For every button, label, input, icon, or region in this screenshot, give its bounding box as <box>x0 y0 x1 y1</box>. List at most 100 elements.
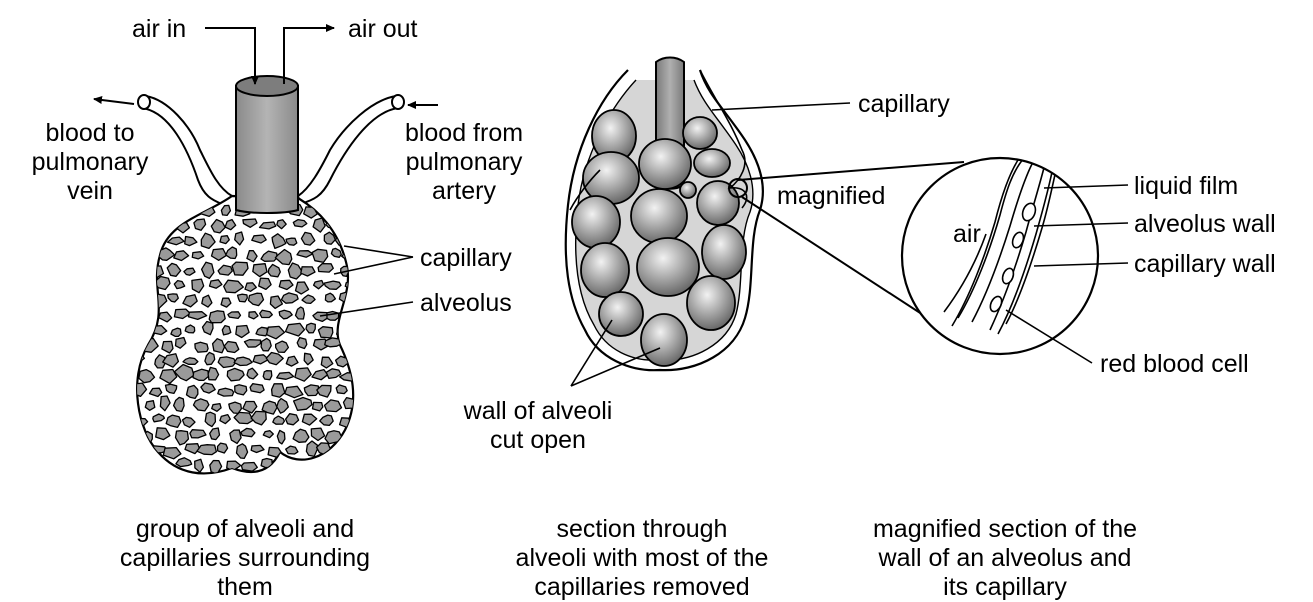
capillary-mesh-cell <box>337 445 353 459</box>
capillary-mesh-cell <box>318 264 333 273</box>
capillary-mesh-cell <box>353 238 367 247</box>
section-alveolus <box>694 149 730 177</box>
capillary-mesh-cell <box>235 385 247 395</box>
capillary-mesh-cell <box>228 312 241 319</box>
capillary-mesh-cell <box>286 446 298 454</box>
capillary-mesh-cell <box>143 216 153 229</box>
capillary-mesh-cell <box>158 218 169 231</box>
capillary-mesh-cell <box>132 267 150 276</box>
section-alveolus <box>702 225 746 279</box>
capillary-mesh-cell <box>183 208 197 216</box>
bronchiole-opening <box>236 76 298 96</box>
magnified-wall-panel: air liquid film alveolus wall capillary … <box>873 158 1276 601</box>
magnified-caption-line2: wall of an alveolus and <box>878 544 1132 572</box>
group-caption-line1: group of alveoli and <box>136 515 354 543</box>
blood-from-label-line2: pulmonary <box>406 148 523 176</box>
section-caption-line1: section through <box>557 515 728 543</box>
capillary-mesh-cell <box>312 460 326 469</box>
capillary-mesh-cell <box>354 204 370 213</box>
air-out-label: air out <box>348 15 418 43</box>
capillary-mesh-cell <box>352 354 371 365</box>
blood-from-label-line3: artery <box>432 177 496 205</box>
capillary-mesh-cell <box>347 223 365 232</box>
capillary-mesh-cell <box>364 339 374 348</box>
section-alveolus <box>687 276 735 330</box>
capillary-mesh-cell <box>344 398 357 409</box>
capillary-mesh-cell <box>209 311 225 323</box>
magnified-caption-line3: its capillary <box>943 573 1067 601</box>
capillary-mesh-cell <box>213 339 225 353</box>
capillary-mesh-cell <box>291 461 308 471</box>
blood-to-label-line3: vein <box>67 177 113 205</box>
capillary-mesh-cell <box>361 429 374 440</box>
capillary-mesh-cell <box>352 324 367 333</box>
capillary-mesh-cell <box>318 327 332 338</box>
air-label: air <box>953 220 981 248</box>
capillary-mesh-cell <box>306 323 315 333</box>
capillary-mesh-cell <box>313 402 323 411</box>
capillary-mesh-cell <box>193 369 209 380</box>
capillary-mesh-cell <box>149 207 162 214</box>
capillary-mesh-cell <box>357 384 371 393</box>
capillary-mesh-cell <box>272 384 285 397</box>
capillary-mesh-cell <box>140 313 152 320</box>
blood-out-arrow <box>94 99 134 104</box>
section-capillary-leader <box>712 103 850 110</box>
magnified-caption-line1: magnified section of the <box>873 515 1137 543</box>
section-alveolus <box>639 139 691 189</box>
capillary-mesh-cell <box>218 388 234 396</box>
capillary-mesh-cell <box>358 416 367 429</box>
capillary-mesh-cell <box>195 342 208 352</box>
section-alveolus <box>680 182 696 198</box>
capillary-leader-1 <box>344 246 413 257</box>
capillary-mesh-cell <box>134 323 144 338</box>
capillary-mesh-cell <box>333 204 348 216</box>
capillary-mesh-cell <box>357 298 370 306</box>
blood-from-label-line1: blood from <box>405 119 523 147</box>
capillary-mesh-cell <box>360 280 371 292</box>
capillary-mesh-cell <box>241 463 257 472</box>
red-blood-cell-label: red blood cell <box>1100 350 1249 378</box>
capillary-mesh-cell <box>148 234 161 245</box>
capillary-mesh-cell <box>261 338 271 350</box>
group-caption-line3: them <box>217 573 273 601</box>
capillary-mesh-cell <box>297 338 307 349</box>
capillary-wall-label: capillary wall <box>1134 250 1276 278</box>
section-alveolus <box>637 238 699 296</box>
capillary-mesh-cell <box>363 401 372 412</box>
section-alveolus <box>572 196 620 248</box>
group-caption-line2: capillaries surrounding <box>120 544 370 572</box>
capillary-mesh-cell <box>360 370 374 378</box>
capillary-mesh-cell <box>347 430 359 440</box>
capillary-mesh-cell <box>343 342 357 352</box>
capillary-mesh-cell <box>135 295 152 305</box>
capillary-mesh-cell <box>365 461 374 470</box>
wall-cut-label-line1: wall of alveoli <box>463 397 613 425</box>
section-alveolus <box>641 314 687 366</box>
section-alveolus <box>683 117 717 149</box>
capillary-mesh-cell <box>312 249 328 262</box>
capillary-mesh-cell <box>343 461 357 469</box>
artery-opening <box>392 95 404 109</box>
magnified-label: magnified <box>777 182 885 210</box>
capillary-mesh-cell <box>222 326 231 335</box>
capillary-mesh-cell <box>166 208 177 217</box>
bronchiole-tube <box>236 86 298 213</box>
capillary-mesh-cell <box>145 279 155 287</box>
air-in-label: air in <box>132 15 186 43</box>
section-caption-line3: capillaries removed <box>534 573 749 601</box>
capillary-mesh-cell <box>320 206 338 216</box>
vein-opening <box>138 95 150 109</box>
capillary-mesh-cell <box>133 444 149 452</box>
capillary-mesh-cell <box>274 461 287 472</box>
air-out-arrow <box>284 28 334 84</box>
air-in-arrow <box>205 28 255 84</box>
capillary-mesh-cell <box>238 294 248 302</box>
capillary-mesh-cell <box>326 221 338 228</box>
capillary-mesh-cell <box>135 206 145 215</box>
capillary-mesh-cell <box>325 431 342 444</box>
capillary-mesh-cell <box>361 308 374 322</box>
capillary-mesh-cell <box>335 234 351 245</box>
pulmonary-vein-vessel <box>142 96 232 204</box>
blood-to-label-line1: blood to <box>46 119 135 147</box>
